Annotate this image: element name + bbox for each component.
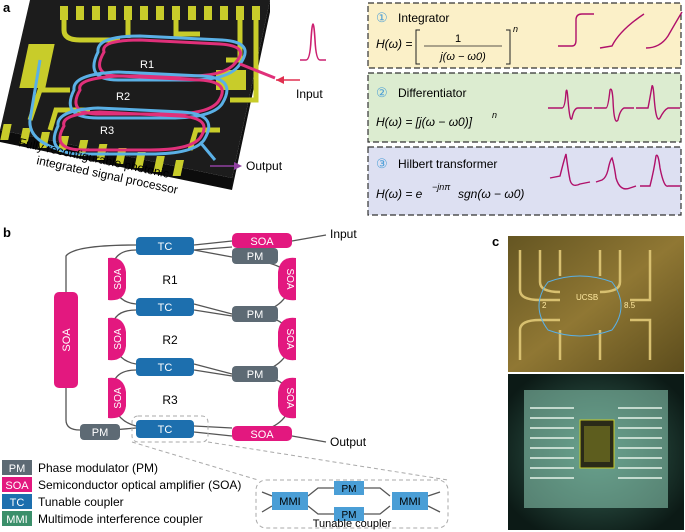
feedback-waveguide (28, 59, 61, 152)
soa-label-r1-left: SOA (113, 268, 124, 289)
inset-pm-top-label: PM (342, 484, 357, 495)
differentiator-number-icon: ② (376, 85, 388, 100)
circuit-schematic: TC TC TC TC PM PM PM PM SOA SOA SOA (54, 227, 449, 481)
ring-label-r3: R3 (162, 393, 178, 407)
hilbert-formula-rhs: sgn(ω − ω0) (458, 187, 524, 201)
legend: PM Phase modulator (PM) SOA Semiconducto… (2, 460, 241, 526)
input-arrowhead-icon (276, 76, 284, 84)
soa-label-top: SOA (250, 236, 274, 248)
bond-pads-bottom (0, 124, 184, 176)
legend-abbr-pm: PM (9, 463, 26, 475)
zoom-lines (131, 441, 449, 481)
inset-caption: Tunable coupler (313, 518, 392, 530)
inset-pm-top (334, 481, 364, 495)
hilbert-formula-lhs: H(ω) = e (376, 187, 423, 201)
ring-r1-waveguide (98, 38, 242, 78)
panel-label-a: a (3, 0, 11, 15)
input-pulse-icon (300, 23, 326, 61)
soa-label-feedback: SOA (61, 328, 73, 352)
inset-pm-bottom-label: PM (342, 510, 357, 521)
differentiator-exponent: n (492, 110, 497, 120)
ring-r3-waveguide (58, 110, 206, 152)
gold-traces (27, 20, 259, 151)
legend-abbr-soa: SOA (5, 480, 29, 492)
ring-label-r2: R2 (162, 333, 178, 347)
input-label-b: Input (330, 227, 357, 241)
integrator-formula-lhs: H(ω) = (376, 37, 412, 51)
soa-label-r2-right: SOA (284, 328, 295, 349)
pm-label-3: PM (247, 369, 264, 381)
chip-ring-label-r3: R3 (100, 125, 114, 137)
function-box-integrator: ① Integrator H(ω) = 1 j(ω − ω0) n (367, 2, 683, 69)
legend-text-soa: Semiconductor optical amplifier (SOA) (38, 478, 241, 492)
function-box-hilbert: ③ Hilbert transformer H(ω) = e −jnπ sgn(… (367, 146, 682, 216)
micrograph-text-85: 8.5 (624, 301, 636, 310)
differentiator-title: Differentiator (398, 86, 466, 100)
chip-ring-label-r1: R1 (140, 59, 154, 71)
inset-mmi-right-label: MMI (399, 496, 420, 508)
ring-label-r1: R1 (162, 273, 178, 287)
tc-label-4: TC (158, 424, 173, 436)
hilbert-number-icon: ③ (376, 156, 388, 171)
pm-label-4: PM (92, 427, 109, 439)
soa-label-r1-right: SOA (284, 268, 295, 289)
legend-swatch-soa (2, 477, 32, 492)
soa-label-bottom: SOA (250, 429, 274, 441)
integrator-number-icon: ① (376, 10, 388, 25)
legend-swatch-mmi (2, 511, 32, 526)
integrator-waveforms (558, 11, 683, 49)
input-label-a: Input (296, 87, 323, 101)
tc-blocks (136, 237, 194, 438)
soa-label-r2-left: SOA (113, 328, 124, 349)
micrograph-ring (538, 275, 622, 337)
inset-mmi-left (272, 492, 308, 510)
legend-swatch-pm (2, 460, 32, 475)
pm-label-2: PM (247, 309, 264, 321)
micrograph-text-ucsb: UCSB (576, 293, 598, 302)
hilbert-exponent: −jnπ (432, 182, 451, 192)
inset-mmi-left-label: MMI (279, 496, 300, 508)
pm-label-1: PM (247, 251, 264, 263)
differentiator-formula: H(ω) = [j(ω − ω0)] (376, 115, 473, 129)
integrator-numerator: 1 (455, 33, 461, 45)
tc-label-2: TC (158, 302, 173, 314)
legend-abbr-tc: TC (10, 497, 25, 509)
bond-pads-top (60, 6, 260, 20)
legend-text-mmi: Multimode interference coupler (38, 512, 203, 526)
output-label-b: Output (330, 435, 367, 449)
micrograph-text-2: 2 (542, 301, 547, 310)
differentiator-waveforms (548, 85, 680, 122)
legend-abbr-mmi: MMI (6, 514, 27, 526)
hilbert-title: Hilbert transformer (398, 157, 497, 171)
output-arrowhead-icon (234, 162, 242, 170)
hilbert-waveforms (549, 153, 680, 190)
inset-mmi-right (392, 492, 428, 510)
panel-label-c: c (492, 234, 499, 249)
output-label-a: Output (246, 159, 283, 173)
chip-3d-render: R1 R2 R3 (0, 0, 276, 190)
zoom-outline (131, 415, 209, 443)
chip-micrograph: 2 UCSB 8.5 (508, 236, 684, 530)
gold-pad-left (19, 44, 55, 88)
tc-label-1: TC (158, 241, 173, 253)
legend-text-tc: Tunable coupler (38, 495, 124, 509)
chip-ring-label-r2: R2 (116, 91, 130, 103)
function-box-differentiator: ② Differentiator H(ω) = [j(ω − ω0)] n (367, 72, 682, 143)
inset-pm-bottom (334, 507, 364, 521)
integrator-denominator: j(ω − ω0) (438, 51, 486, 63)
soa-label-r3-left: SOA (113, 387, 124, 408)
legend-text-pm: Phase modulator (PM) (38, 461, 158, 475)
integrator-exponent: n (513, 24, 518, 34)
soa-label-r3-right: SOA (284, 387, 295, 408)
panel-label-b: b (3, 225, 11, 240)
legend-swatch-tc (2, 494, 32, 509)
soa-blocks (54, 233, 296, 441)
pm-blocks (80, 248, 278, 440)
integrator-title: Integrator (398, 11, 449, 25)
tunable-coupler-inset: MMI PM PM MMI Tunable coupler (255, 479, 449, 530)
tc-label-3: TC (158, 362, 173, 374)
